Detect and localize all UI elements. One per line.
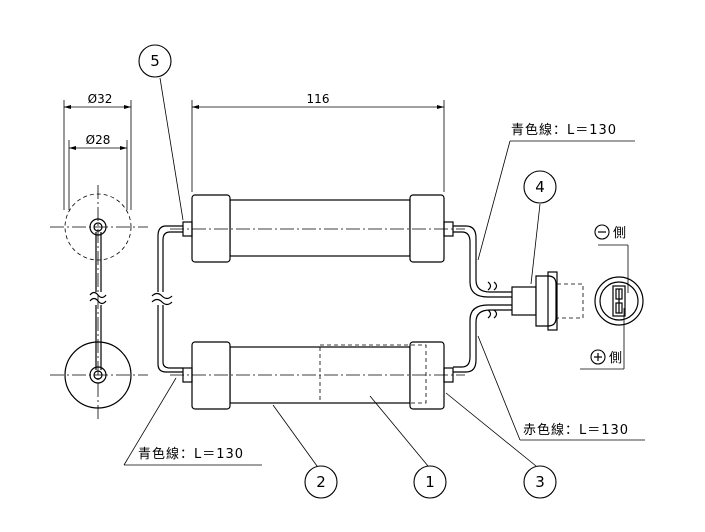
hidden-inner-cell xyxy=(319,344,427,404)
blue-wire-note-bottom: 青色線：L＝130 xyxy=(138,446,244,462)
balloon-2-label: 2 xyxy=(316,473,326,491)
balloon-4 xyxy=(523,170,557,204)
balloon-3 xyxy=(523,465,557,499)
red-wire-note: 赤色線：L＝130 xyxy=(523,422,629,438)
blue-wire-note-top: 青色線：L＝130 xyxy=(511,122,617,138)
balloon-1-label: 1 xyxy=(425,473,435,491)
balloon-3-label: 3 xyxy=(535,473,545,491)
connector-face xyxy=(594,276,644,326)
cell-top xyxy=(170,194,465,263)
battery-assembly: 116 xyxy=(151,92,644,410)
annotations: 5 青色線：L＝130 4 側 側 赤色線：L＝130 青色線：L＝130 xyxy=(123,44,645,499)
balloon-1 xyxy=(413,465,447,499)
balloon-5 xyxy=(138,44,172,78)
cell-bottom xyxy=(170,341,465,410)
balloon-5-label: 5 xyxy=(150,52,160,70)
inner-diameter-label: Ø28 xyxy=(86,133,111,147)
plus-side-label: 側 xyxy=(609,351,623,366)
balloon-4-label: 4 xyxy=(535,178,545,196)
left-lead xyxy=(151,225,183,373)
outer-diameter-label: Ø32 xyxy=(88,92,113,106)
balloon-2 xyxy=(304,465,338,499)
minus-side-label: 側 xyxy=(613,226,627,241)
length-dimension-label: 116 xyxy=(307,92,330,106)
connector xyxy=(511,271,584,331)
right-leads xyxy=(453,225,512,373)
end-view: Ø32 Ø28 xyxy=(50,92,148,420)
